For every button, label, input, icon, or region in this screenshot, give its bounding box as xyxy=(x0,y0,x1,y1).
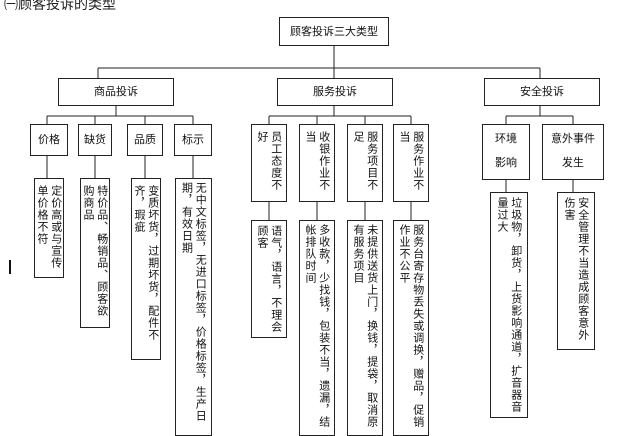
item-node-service-ops: 服务作业不当 xyxy=(393,124,429,202)
item-node-staff-attitude: 员工态度不好 xyxy=(251,124,287,202)
item-node-accident: 意外事件发生 xyxy=(542,124,604,180)
detail-box-price: 定价高或与宣传单价格不符 xyxy=(34,178,64,278)
category-label: 服务投诉 xyxy=(313,85,357,99)
detail-box-staff-attitude: 语气，语言，不理会顾客 xyxy=(251,220,287,338)
detail-box-service-ops: 服务台寄存物丢失或调换，赠品，促销作业不公平 xyxy=(393,220,429,436)
category-node-safety: 安全投诉 xyxy=(484,78,600,106)
text-cursor xyxy=(9,260,11,274)
category-label: 安全投诉 xyxy=(520,85,564,99)
page-heading: ㈠顾客投诉的类型 xyxy=(4,0,116,13)
detail-box-quality: 变质坏货，过期坏货，配件不齐，瑕疵 xyxy=(131,178,161,360)
item-node-cashier: 收银作业不当 xyxy=(299,124,335,202)
category-node-goods: 商品投诉 xyxy=(58,78,174,106)
item-node-service-items: 服务项目不足 xyxy=(347,124,383,202)
category-label: 商品投诉 xyxy=(94,85,138,99)
item-node-quality: 品质 xyxy=(127,124,163,156)
detail-box-accident: 安全管理不当造成顾客意外伤害 xyxy=(557,192,595,350)
root-node: 顾客投诉三大类型 xyxy=(279,17,389,46)
category-node-service: 服务投诉 xyxy=(277,78,393,106)
root-label: 顾客投诉三大类型 xyxy=(290,24,378,38)
detail-box-service-items: 未提供送货上门，换钱，提袋，取消原有服务项目 xyxy=(347,220,383,436)
item-node-labeling: 标示 xyxy=(174,124,212,156)
detail-box-cashier: 多收款，少找钱，包装不当，遗漏，结帐排队时间 xyxy=(299,220,335,436)
detail-box-labeling: 无中文标签，无进口标签，价格标签，生产日期，有效日期 xyxy=(175,178,212,436)
detail-box-environment: 垃圾物，卸货，上货影响通道，扩音器音量过大 xyxy=(490,192,528,418)
item-node-environment: 环境影响 xyxy=(482,124,530,180)
detail-box-stockout: 特价品、畅销品、顾客欲购商品 xyxy=(80,178,110,328)
item-node-stockout: 缺货 xyxy=(78,124,112,156)
item-node-price: 价格 xyxy=(30,124,68,156)
